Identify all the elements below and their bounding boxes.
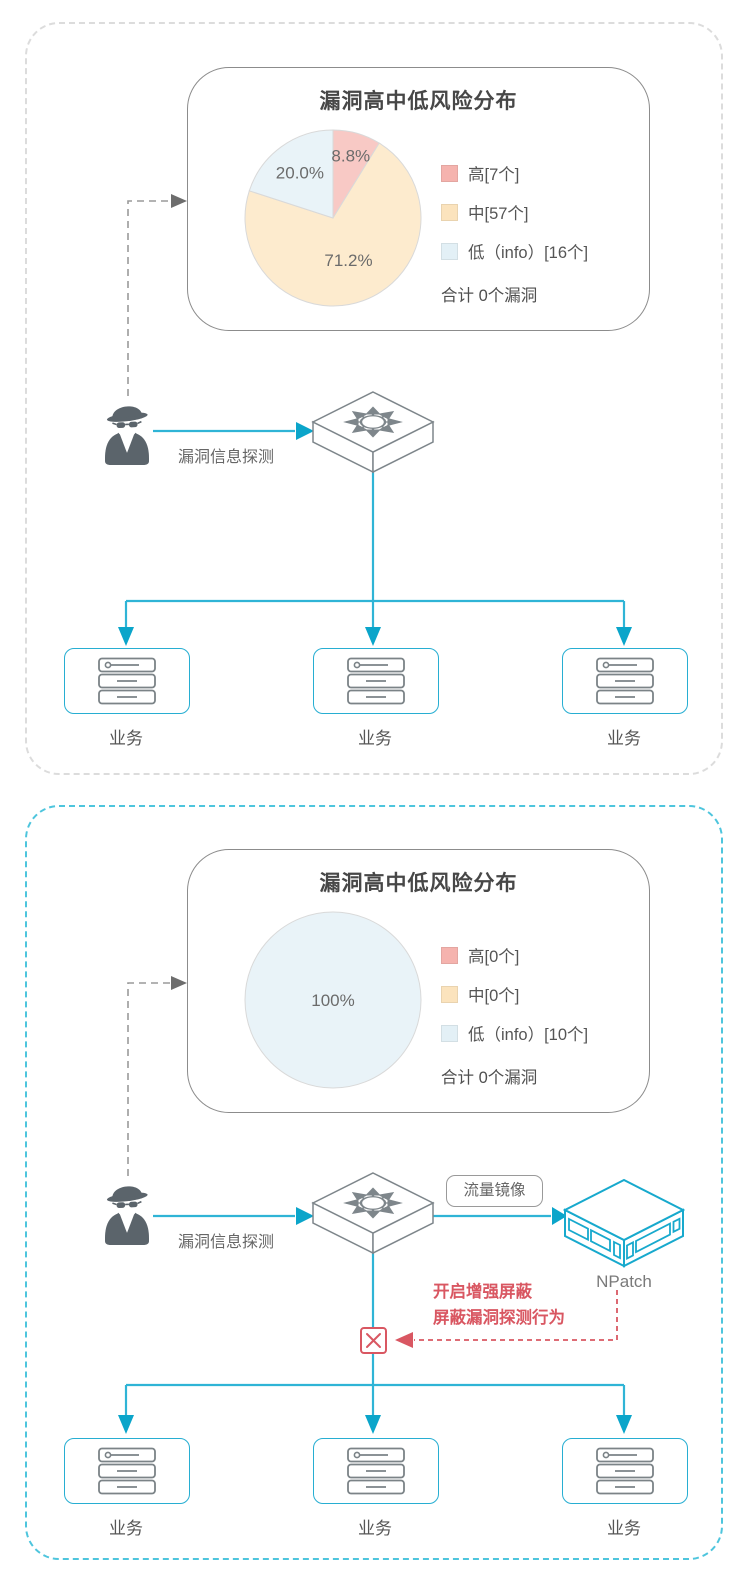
svg-text:71.2%: 71.2% xyxy=(324,251,372,270)
switch-icon-bottom xyxy=(311,1172,435,1255)
server-box xyxy=(64,648,190,714)
svg-text:20.0%: 20.0% xyxy=(276,163,324,182)
attacker-spy-icon xyxy=(105,406,149,465)
legend-item-mid: 中[0个] xyxy=(441,982,588,1006)
legend-swatch-low xyxy=(441,1024,458,1042)
legend-label-mid: 中[57个] xyxy=(468,205,529,223)
server-box xyxy=(64,1438,190,1504)
legend-swatch-high xyxy=(441,946,458,964)
svg-text:100%: 100% xyxy=(311,991,354,1010)
server-icon xyxy=(596,1447,654,1495)
chart-legend: 高[0个] 中[0个] 低（info）[10个] 合计 0个漏洞 xyxy=(441,943,588,1088)
server-label: 业务 xyxy=(109,1519,143,1538)
legend-item-high: 高[0个] xyxy=(441,943,588,967)
legend-swatch-mid xyxy=(441,203,458,221)
legend-swatch-mid xyxy=(441,985,458,1003)
legend-item-low: 低（info）[16个] xyxy=(441,239,588,263)
legend-item-low: 低（info）[10个] xyxy=(441,1021,588,1045)
block-note-line1: 开启增强屏蔽 xyxy=(433,1283,532,1301)
server-label: 业务 xyxy=(607,729,641,748)
panel-after xyxy=(25,805,723,1560)
server-box xyxy=(562,1438,688,1504)
server-icon xyxy=(347,1447,405,1495)
risk-chart-card-before: 漏洞高中低风险分布 8.8% 71.2% 20.0% 高[7个] 中[57个] 低（… xyxy=(187,67,650,331)
legend-swatch-low xyxy=(441,242,458,260)
server-box xyxy=(562,648,688,714)
server-icon xyxy=(596,657,654,705)
block-note: 开启增强屏蔽 屏蔽漏洞探测行为 xyxy=(433,1279,565,1331)
panel-before xyxy=(25,22,723,775)
block-x-icon xyxy=(360,1327,387,1354)
legend-label-high: 高[7个] xyxy=(468,166,520,184)
chart-title: 漏洞高中低风险分布 xyxy=(319,90,518,113)
pie-chart-before: 8.8% 71.2% 20.0% xyxy=(244,129,422,307)
legend-total: 合计 0个漏洞 xyxy=(441,287,538,305)
risk-chart-card-after: 漏洞高中低风险分布 100% 高[0个] 中[0个] 低（info）[10个] … xyxy=(187,849,650,1113)
server-box xyxy=(313,648,439,714)
legend-label-high: 高[0个] xyxy=(468,948,520,966)
server-icon xyxy=(98,1447,156,1495)
server-label: 业务 xyxy=(109,729,143,748)
pie-chart-after: 100% xyxy=(244,911,422,1089)
server-label: 业务 xyxy=(607,1519,641,1538)
npatch-label: NPatch xyxy=(596,1272,652,1291)
server-icon xyxy=(98,657,156,705)
legend-total: 合计 0个漏洞 xyxy=(441,1069,538,1087)
switch-icon-top xyxy=(311,391,435,474)
server-label: 业务 xyxy=(358,729,392,748)
block-note-line2: 屏蔽漏洞探测行为 xyxy=(433,1309,565,1327)
probe-label-bottom: 漏洞信息探测 xyxy=(178,1234,275,1251)
legend-label-low: 低（info）[16个] xyxy=(468,244,589,262)
legend-swatch-high xyxy=(441,164,458,182)
server-box xyxy=(313,1438,439,1504)
server-label: 业务 xyxy=(358,1519,392,1538)
probe-label-top: 漏洞信息探测 xyxy=(178,449,275,466)
attacker-spy-icon xyxy=(105,1186,149,1245)
legend-label-low: 低（info）[10个] xyxy=(468,1026,589,1044)
legend-label-mid: 中[0个] xyxy=(468,987,520,1005)
npatch-device-icon xyxy=(563,1178,685,1268)
traffic-mirror-pill: 流量镜像 xyxy=(446,1175,543,1207)
server-icon xyxy=(347,657,405,705)
chart-legend: 高[7个] 中[57个] 低（info）[16个] 合计 0个漏洞 xyxy=(441,161,588,306)
legend-item-high: 高[7个] xyxy=(441,161,588,185)
svg-text:8.8%: 8.8% xyxy=(331,146,370,165)
legend-item-mid: 中[57个] xyxy=(441,200,588,224)
chart-title: 漏洞高中低风险分布 xyxy=(319,872,518,895)
